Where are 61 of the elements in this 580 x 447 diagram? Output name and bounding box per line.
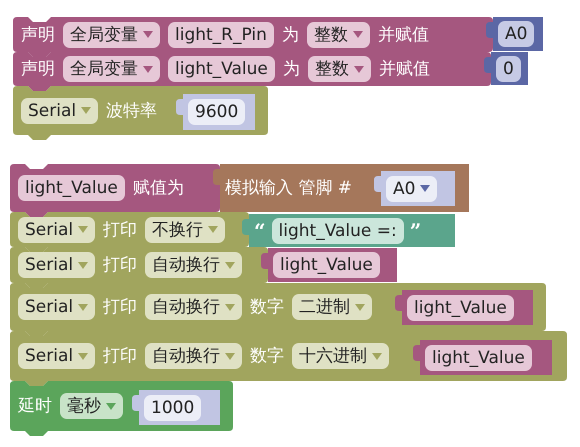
value-field: 9600 bbox=[188, 99, 246, 125]
value-block bbox=[374, 171, 455, 206]
statement-block bbox=[10, 283, 546, 336]
string-block bbox=[242, 214, 455, 247]
statement-block bbox=[10, 381, 233, 436]
dropdown: 自动换行 bbox=[145, 294, 242, 320]
block-label: 模拟输入 管脚 # bbox=[225, 177, 352, 200]
block-label: 数字 bbox=[250, 296, 284, 319]
value-block bbox=[486, 17, 543, 51]
dropdown: A0 bbox=[386, 176, 438, 202]
value-block bbox=[413, 340, 552, 375]
variable-field: light_Value bbox=[425, 344, 532, 370]
block-label: 为 bbox=[282, 24, 299, 46]
value-block bbox=[132, 390, 220, 425]
block-label: 打印 bbox=[103, 296, 138, 319]
variable-field: light_Value bbox=[273, 252, 380, 278]
value-block bbox=[213, 164, 469, 212]
block-label: 打印 bbox=[103, 345, 138, 368]
dropdown: 整数 bbox=[306, 22, 370, 48]
dropdown: Serial bbox=[18, 343, 96, 369]
block-label: 为 bbox=[282, 58, 300, 81]
statement-block bbox=[13, 52, 491, 91]
dropdown: 全局变量 bbox=[63, 56, 160, 82]
block-label: 声明 bbox=[21, 24, 55, 46]
value-field: A0 bbox=[498, 21, 534, 47]
quote-mark: ” bbox=[410, 218, 422, 242]
block-label: 数字 bbox=[250, 345, 284, 368]
variable-field: light_Value bbox=[407, 294, 514, 320]
block-label: 延时 bbox=[18, 395, 52, 418]
dropdown: 不换行 bbox=[145, 216, 226, 242]
dropdown: 二进制 bbox=[292, 294, 372, 320]
block-label: 打印 bbox=[103, 254, 138, 277]
value-block bbox=[261, 248, 397, 282]
value-block bbox=[484, 52, 528, 85]
dropdown: 十六进制 bbox=[292, 343, 390, 369]
block-label: 打印 bbox=[103, 218, 138, 242]
value-field: 0 bbox=[496, 56, 521, 82]
dropdown: 自动换行 bbox=[145, 252, 242, 278]
text-field: light_Value =: bbox=[272, 218, 404, 244]
dropdown: Serial bbox=[18, 294, 96, 320]
value-block bbox=[176, 94, 255, 130]
dropdown: 自动换行 bbox=[145, 343, 242, 369]
statement-block bbox=[10, 331, 567, 386]
statement-block bbox=[13, 86, 268, 140]
block-label: 声明 bbox=[21, 58, 55, 81]
value-block bbox=[395, 290, 533, 325]
dropdown: 全局变量 bbox=[63, 22, 160, 48]
block-label: 并赋值 bbox=[378, 58, 430, 81]
dropdown: 整数 bbox=[308, 56, 371, 82]
block-label: 赋值为 bbox=[132, 177, 184, 200]
variable-field: light_R_Pin bbox=[168, 22, 274, 48]
dropdown: Serial bbox=[18, 216, 96, 242]
variable-field: light_Value bbox=[18, 175, 125, 201]
dropdown: Serial bbox=[21, 98, 98, 124]
block-label: 波特率 bbox=[106, 100, 158, 122]
dropdown: 毫秒 bbox=[60, 393, 123, 419]
block-label: 并赋值 bbox=[378, 24, 429, 46]
variable-field: light_Value bbox=[168, 56, 275, 82]
quote-mark: “ bbox=[254, 218, 266, 242]
dropdown: Serial bbox=[18, 252, 96, 278]
value-field: 1000 bbox=[144, 394, 202, 420]
